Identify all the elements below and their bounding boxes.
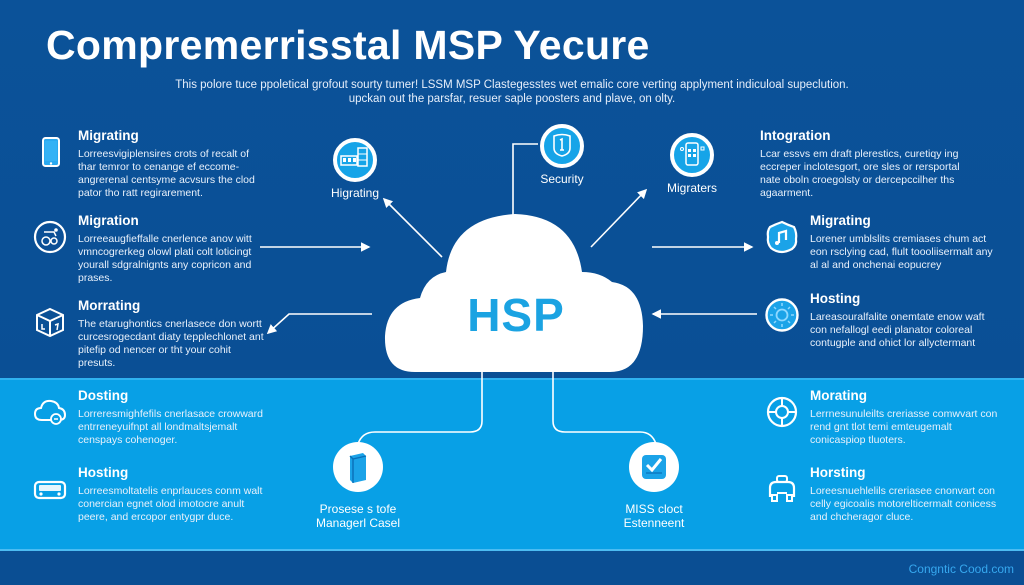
- node-security: Security: [502, 124, 622, 186]
- card-body: Lorreesmoltatelis enprlauces conm walt c…: [78, 485, 263, 523]
- card-body: The etarughontics cnerlasece don wortt c…: [78, 318, 264, 369]
- card-heading: Hosting: [78, 465, 129, 480]
- card-heading: Migrating: [78, 128, 139, 143]
- sun-gear-icon: [764, 297, 800, 333]
- node-label: Security: [540, 172, 584, 186]
- node-label: Higrating: [330, 186, 380, 200]
- phone-dashboard-icon: [670, 133, 714, 177]
- card-heading: Horsting: [810, 465, 866, 480]
- node-miss-cloct-estenneent: MISS cloct Estenneent: [594, 442, 714, 530]
- card-heading: Migrating: [810, 213, 871, 228]
- card-heading: Intogration: [760, 128, 831, 143]
- cloud-center-label: HSP: [467, 289, 565, 341]
- shield-lock-icon: [540, 124, 584, 168]
- page-subtitle: This polore tuce ppoletical grofout sour…: [0, 78, 1024, 106]
- node-migraters: Migraters: [632, 133, 752, 195]
- footer-brand-link[interactable]: Congntic Cood.com: [908, 562, 1014, 576]
- smartphone-icon: [32, 134, 68, 170]
- node-label: Migraters: [666, 181, 717, 195]
- card-body: Lareasouralfalite onemtate enow waft con…: [810, 311, 985, 349]
- card-body: Lorreeaugfieffalle cnerlence anov witt v…: [78, 233, 252, 284]
- cloud-sync-icon: [32, 394, 68, 430]
- storage-box-icon: [333, 442, 383, 492]
- checkmark-panel-icon: [629, 442, 679, 492]
- bus-icon: [32, 471, 68, 507]
- node-label: Prosese s tofe Managerl Casel: [315, 502, 401, 530]
- card-body: Lorreresmighfefils cnerlasace crowward e…: [78, 408, 263, 446]
- node-prosese-managerl-casel: Prosese s tofe Managerl Casel: [298, 442, 418, 530]
- card-body: Lcar essvs em draft plerestics, curetiqy…: [760, 148, 960, 199]
- card-heading: Morating: [810, 388, 867, 403]
- page-title: Compremerrisstal MSP Yecure: [46, 22, 650, 68]
- card-body: Lorreesvigiplensires crots of recalt of …: [78, 148, 255, 199]
- card-heading: Dosting: [78, 388, 129, 403]
- card-body: Lorener umblslits cremiases chum act eon…: [810, 233, 993, 271]
- footer-background: [0, 551, 1024, 585]
- node-label: MISS cloct Estenneent: [623, 502, 685, 530]
- card-heading: Morrating: [78, 298, 141, 313]
- wheelchair-icon: [32, 219, 68, 255]
- server-rack-icon: [333, 138, 377, 182]
- subtitle-line: upckan out the parsfar, resuer saple poo…: [348, 93, 676, 105]
- card-heading: Migration: [78, 213, 139, 228]
- music-note-icon: [764, 219, 800, 255]
- node-higrating: Higrating: [295, 138, 415, 200]
- subtitle-line: This polore tuce ppoletical grofout sour…: [175, 79, 849, 91]
- robot-icon: [764, 471, 800, 507]
- box-icon: [32, 304, 68, 340]
- network-ring-icon: [764, 394, 800, 430]
- card-body: Loreesnuehlelils creriasee cnonvart con …: [810, 485, 997, 523]
- card-heading: Hosting: [810, 291, 861, 306]
- light-band: [0, 378, 1024, 551]
- card-body: Lerrnesunuleilts creriasse comwvart con …: [810, 408, 998, 446]
